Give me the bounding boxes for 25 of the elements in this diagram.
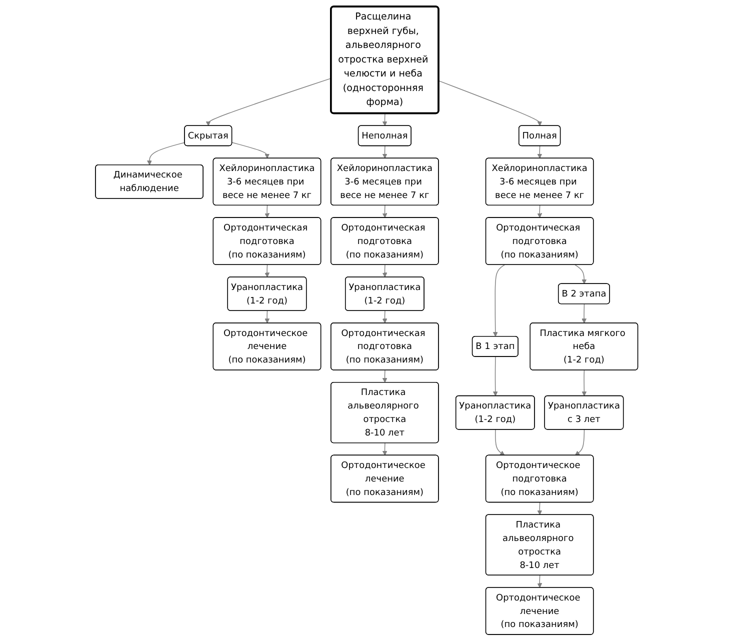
arrow	[494, 429, 505, 456]
arrow	[574, 264, 586, 284]
arrow	[146, 142, 185, 166]
arrow	[537, 575, 542, 588]
arrow	[581, 304, 586, 324]
arrow	[537, 205, 542, 218]
arrow	[582, 370, 587, 396]
arrow	[382, 205, 388, 218]
arrow	[574, 429, 584, 456]
arrow	[264, 205, 270, 218]
arrow	[537, 146, 542, 159]
arrow	[382, 370, 388, 383]
arrow	[492, 356, 498, 396]
arrow	[382, 310, 388, 324]
arrow	[438, 80, 542, 126]
arrow	[382, 113, 388, 126]
arrow	[232, 142, 270, 159]
arrow	[492, 264, 505, 337]
arrow	[382, 146, 388, 159]
arrow	[382, 442, 388, 456]
arrow	[264, 264, 270, 278]
arrow	[537, 502, 542, 516]
arrow	[206, 78, 332, 126]
arrow	[382, 264, 388, 278]
arrow	[264, 310, 270, 324]
